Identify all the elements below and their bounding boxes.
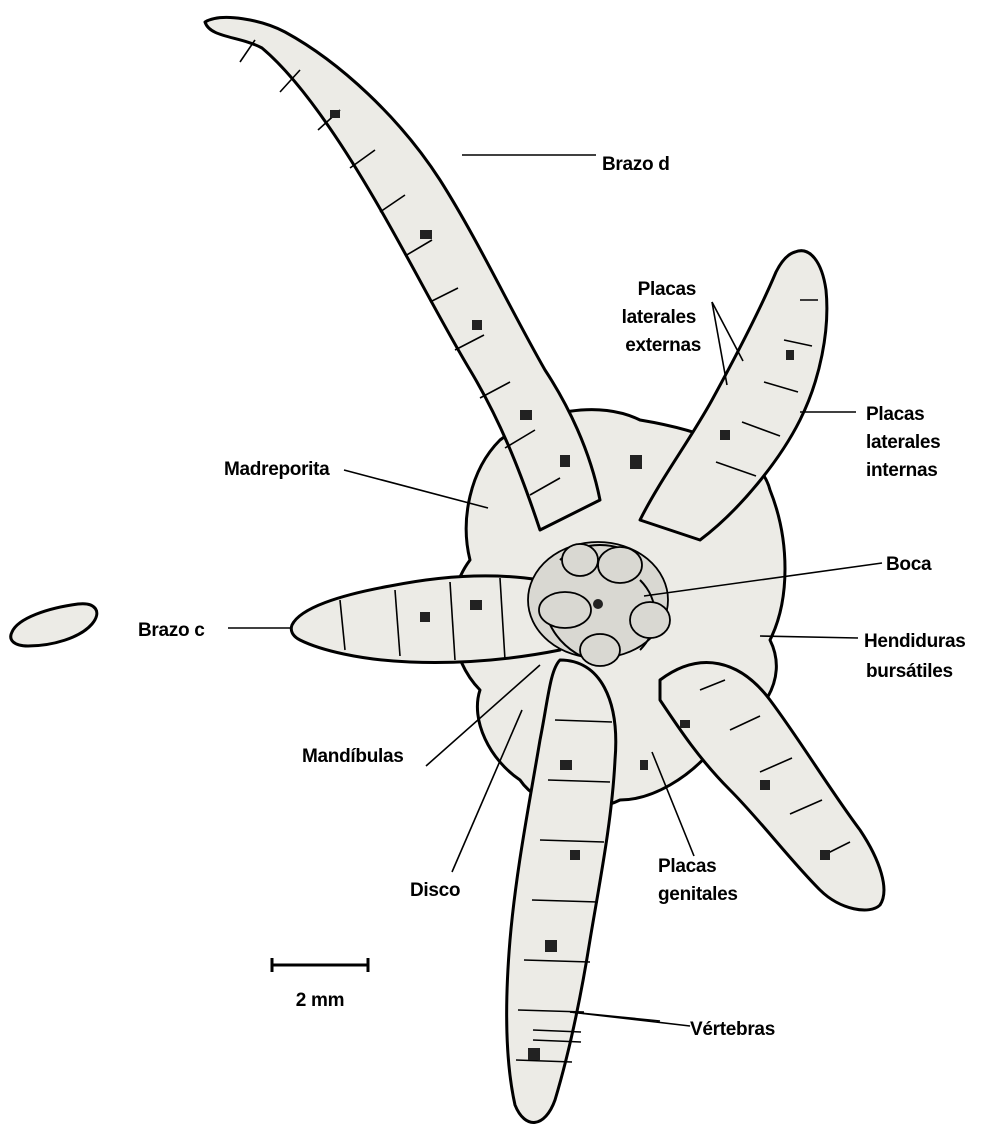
label-hendiduras-line1: Hendiduras xyxy=(864,631,966,652)
label-placas-genitales: Placas genitales xyxy=(658,856,738,905)
label-vertebras: Vértebras xyxy=(690,1019,775,1040)
label-placas-externas-line2: laterales xyxy=(622,307,696,328)
detached-fragment xyxy=(11,604,97,646)
arm-d xyxy=(205,17,600,530)
ophiuroid-specimen xyxy=(11,17,884,1122)
label-placas-genitales-line1: Placas xyxy=(658,856,716,877)
label-brazo-d: Brazo d xyxy=(602,154,670,175)
leader-madreporita xyxy=(344,470,488,508)
label-hendiduras-line2: bursátiles xyxy=(866,661,953,682)
label-placas-internas-line2: laterales xyxy=(866,432,940,453)
label-placas-internas-line1: Placas xyxy=(866,404,924,425)
label-boca: Boca xyxy=(886,554,932,575)
leader-placas-externas-2 xyxy=(712,302,727,385)
scale-label: 2 mm xyxy=(296,990,344,1011)
label-brazo-c: Brazo c xyxy=(138,620,205,641)
label-placas-laterales-externas: Placas laterales externas xyxy=(622,279,701,356)
leader-vertebras-2 xyxy=(570,1012,690,1026)
scale-bar: 2 mm xyxy=(272,958,368,1011)
label-disco: Disco xyxy=(410,880,460,901)
label-mandibulas: Mandíbulas xyxy=(302,746,404,767)
label-placas-externas-line3: externas xyxy=(625,335,701,356)
label-hendiduras-bursatiles: Hendiduras bursátiles xyxy=(864,631,971,682)
leader-hendiduras xyxy=(760,636,858,638)
label-placas-genitales-line2: genitales xyxy=(658,884,738,905)
label-madreporita: Madreporita xyxy=(224,459,330,480)
label-placas-laterales-internas: Placas laterales internas xyxy=(866,404,945,481)
label-placas-externas-line1: Placas xyxy=(638,279,696,300)
label-placas-internas-line3: internas xyxy=(866,460,938,481)
